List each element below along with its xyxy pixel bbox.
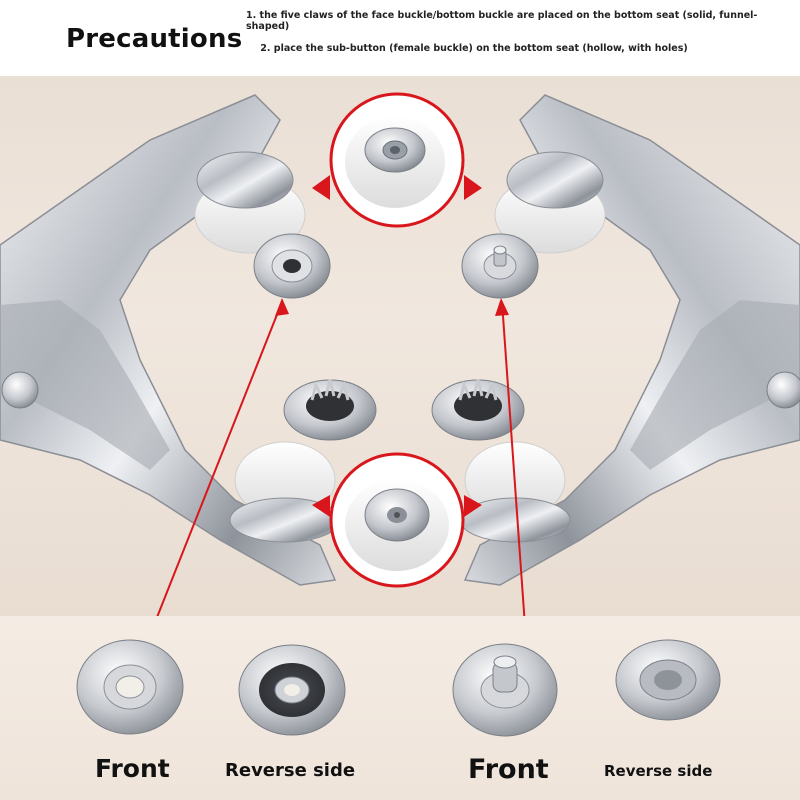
left-plier-arm — [0, 94, 337, 586]
prong-ring-left — [283, 379, 377, 441]
label-front-socket: Front — [95, 754, 170, 783]
guide-line-left — [156, 301, 283, 616]
arrow-right-bottom — [464, 495, 482, 517]
left-pivot-rivet — [1, 371, 39, 409]
instruction-note-1: 1. the five claws of the face buckle/bot… — [246, 10, 758, 32]
stud-front — [452, 643, 558, 737]
snap-socket-left — [253, 233, 331, 299]
prong-ring-right — [431, 379, 525, 441]
snap-parts-row — [76, 639, 721, 737]
socket-front — [76, 639, 184, 735]
arrow-left-bottom — [312, 495, 330, 517]
guide-arrowhead-left — [275, 298, 289, 316]
button-samples — [0, 616, 800, 800]
pliers-photo — [0, 76, 800, 616]
right-upper-seat — [494, 151, 606, 254]
left-upper-seat — [194, 151, 306, 254]
left-lower-seat — [229, 441, 341, 543]
right-plier-arm — [463, 94, 800, 586]
stud-reverse — [615, 639, 721, 721]
instruction-note-2: 2. place the sub-button (female buckle) … — [260, 43, 688, 54]
hollow-seat-zoom — [329, 92, 465, 228]
page-title: Precautions — [66, 24, 243, 54]
snap-stud-right — [461, 233, 539, 299]
right-pivot-rivet — [766, 371, 800, 409]
label-reverse-socket: Reverse side — [225, 760, 356, 781]
right-lower-seat — [459, 441, 571, 543]
funnel-seat-zoom — [329, 452, 465, 588]
socket-reverse — [238, 644, 346, 736]
header: Precautions 1. the five claws of the fac… — [0, 0, 800, 76]
guide-line-right — [501, 301, 526, 616]
arrow-right-top — [464, 175, 482, 200]
label-reverse-stud: Reverse side — [604, 762, 713, 780]
snap-pliers-illustration — [0, 92, 800, 616]
arrow-left-top — [312, 175, 330, 200]
guide-arrowhead-right — [495, 298, 509, 316]
label-front-stud: Front — [468, 754, 549, 785]
